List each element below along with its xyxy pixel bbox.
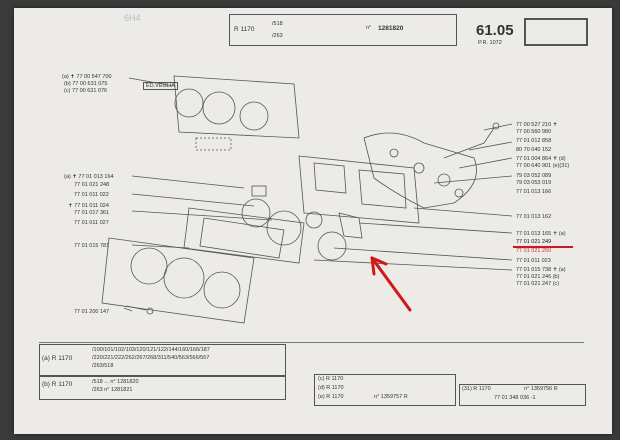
footer-c-model: (c) R 1170 — [318, 376, 344, 382]
footer-box-b — [39, 376, 286, 400]
footer-a-line3: /263/518 — [92, 363, 114, 369]
footer-e-model: (e) R 1170 — [318, 394, 344, 400]
top-label-a: (a) ✝ 77 00 547 700 — [62, 74, 112, 80]
right-label: 77 00 640 901 (e)(31) — [516, 163, 570, 169]
left-label: ✝ 77 01 011 024 — [68, 203, 109, 209]
header-range-a: /518 — [272, 21, 283, 27]
header-model: R 1170 — [234, 26, 255, 33]
header-serial-prefix: n° — [366, 25, 372, 31]
highlight-underline — [513, 246, 573, 248]
left-label: 77 01 015 781 — [74, 243, 110, 249]
header-box — [229, 14, 457, 46]
page-code: 61.05 — [476, 22, 514, 39]
right-label: 77 01 011 023 — [516, 258, 551, 264]
right-label: 77 01 013 162 — [516, 214, 552, 220]
footer-box-cde — [314, 374, 456, 406]
footer-box-a — [39, 344, 286, 376]
right-label: 77 01 021 250 — [516, 248, 552, 254]
right-label: 79 03 053 019 — [516, 180, 552, 186]
footer-rule — [39, 342, 584, 343]
parts-catalog-page: R 1170 /518 /263 n° 1281820 61.05 P.R. 1… — [14, 8, 612, 434]
right-label: 77 00 527 210 ✝ — [516, 122, 558, 128]
right-label: 77 00 560 980 — [516, 129, 552, 135]
footer-ref-model: (31) R 1170 — [462, 386, 491, 392]
footer-d-model: (d) R 1170 — [318, 385, 344, 391]
page-stamp: 6Н4 — [124, 13, 141, 23]
right-label-highlighted: 77 01 021 249 — [516, 239, 552, 245]
page-code-sub: P.R. 1072 — [478, 40, 502, 46]
right-label: 77 01 012 858 — [516, 138, 552, 144]
right-label: 77 01 021 246 (b) — [516, 274, 560, 280]
left-label: 77 01 011 027 — [74, 220, 109, 226]
right-label: 79 03 052 089 — [516, 173, 552, 179]
footer-ref-serial: n° 1359756 R — [524, 386, 558, 392]
exploded-diagram — [101, 75, 513, 324]
right-label: 77 01 004 864 ✝ (d) — [516, 156, 566, 162]
top-label-b: (b) 77 00 631 075 — [64, 81, 108, 87]
right-label: 77 01 013 166 — [516, 189, 552, 195]
header-range-b: /263 — [272, 33, 283, 39]
footer-ref-part: 77 01 348 036 -1 — [494, 395, 536, 401]
footer-box-ref — [459, 384, 586, 406]
left-label: 77 01 200 147 — [74, 309, 110, 315]
footer-e-value: n° 1359757 R — [374, 394, 408, 400]
right-label: 80 70 040 152 — [516, 147, 552, 153]
left-label: (a) ✝ 77 01 013 164 — [64, 174, 114, 180]
left-label: 77 01 011 022 — [74, 192, 109, 198]
footer-b-line1: /518 ... n° 1281820 — [92, 379, 139, 385]
left-label: 77 01 021 248 — [74, 182, 110, 188]
ed-veglia-label: ED.VEGLIA — [143, 82, 179, 90]
top-label-c: (c) 77 00 631 076 — [64, 88, 108, 94]
right-label: 77 01 015 738 ✝ (a) — [516, 267, 566, 273]
footer-a-line2: /220/221/222/262/267/268/311/540/563/566… — [92, 355, 210, 361]
footer-b-model: (b) R 1170 — [42, 381, 73, 388]
instrument-icon-box — [524, 18, 588, 46]
red-arrow-annotation — [370, 256, 412, 312]
header-serial-value: 1281820 — [378, 25, 404, 32]
footer-a-model: (a) R 1170 — [42, 355, 73, 362]
footer-b-line2: /263 n° 1281821 — [92, 387, 133, 393]
right-label: 77 01 013 165 ✝ (a) — [516, 231, 566, 237]
left-label: 77 01 017 361 — [74, 210, 110, 216]
right-label: 77 01 021 247 (c) — [516, 281, 560, 287]
footer-a-line1: /100/101/102/103/120/121/122/144/160/166… — [92, 347, 210, 353]
